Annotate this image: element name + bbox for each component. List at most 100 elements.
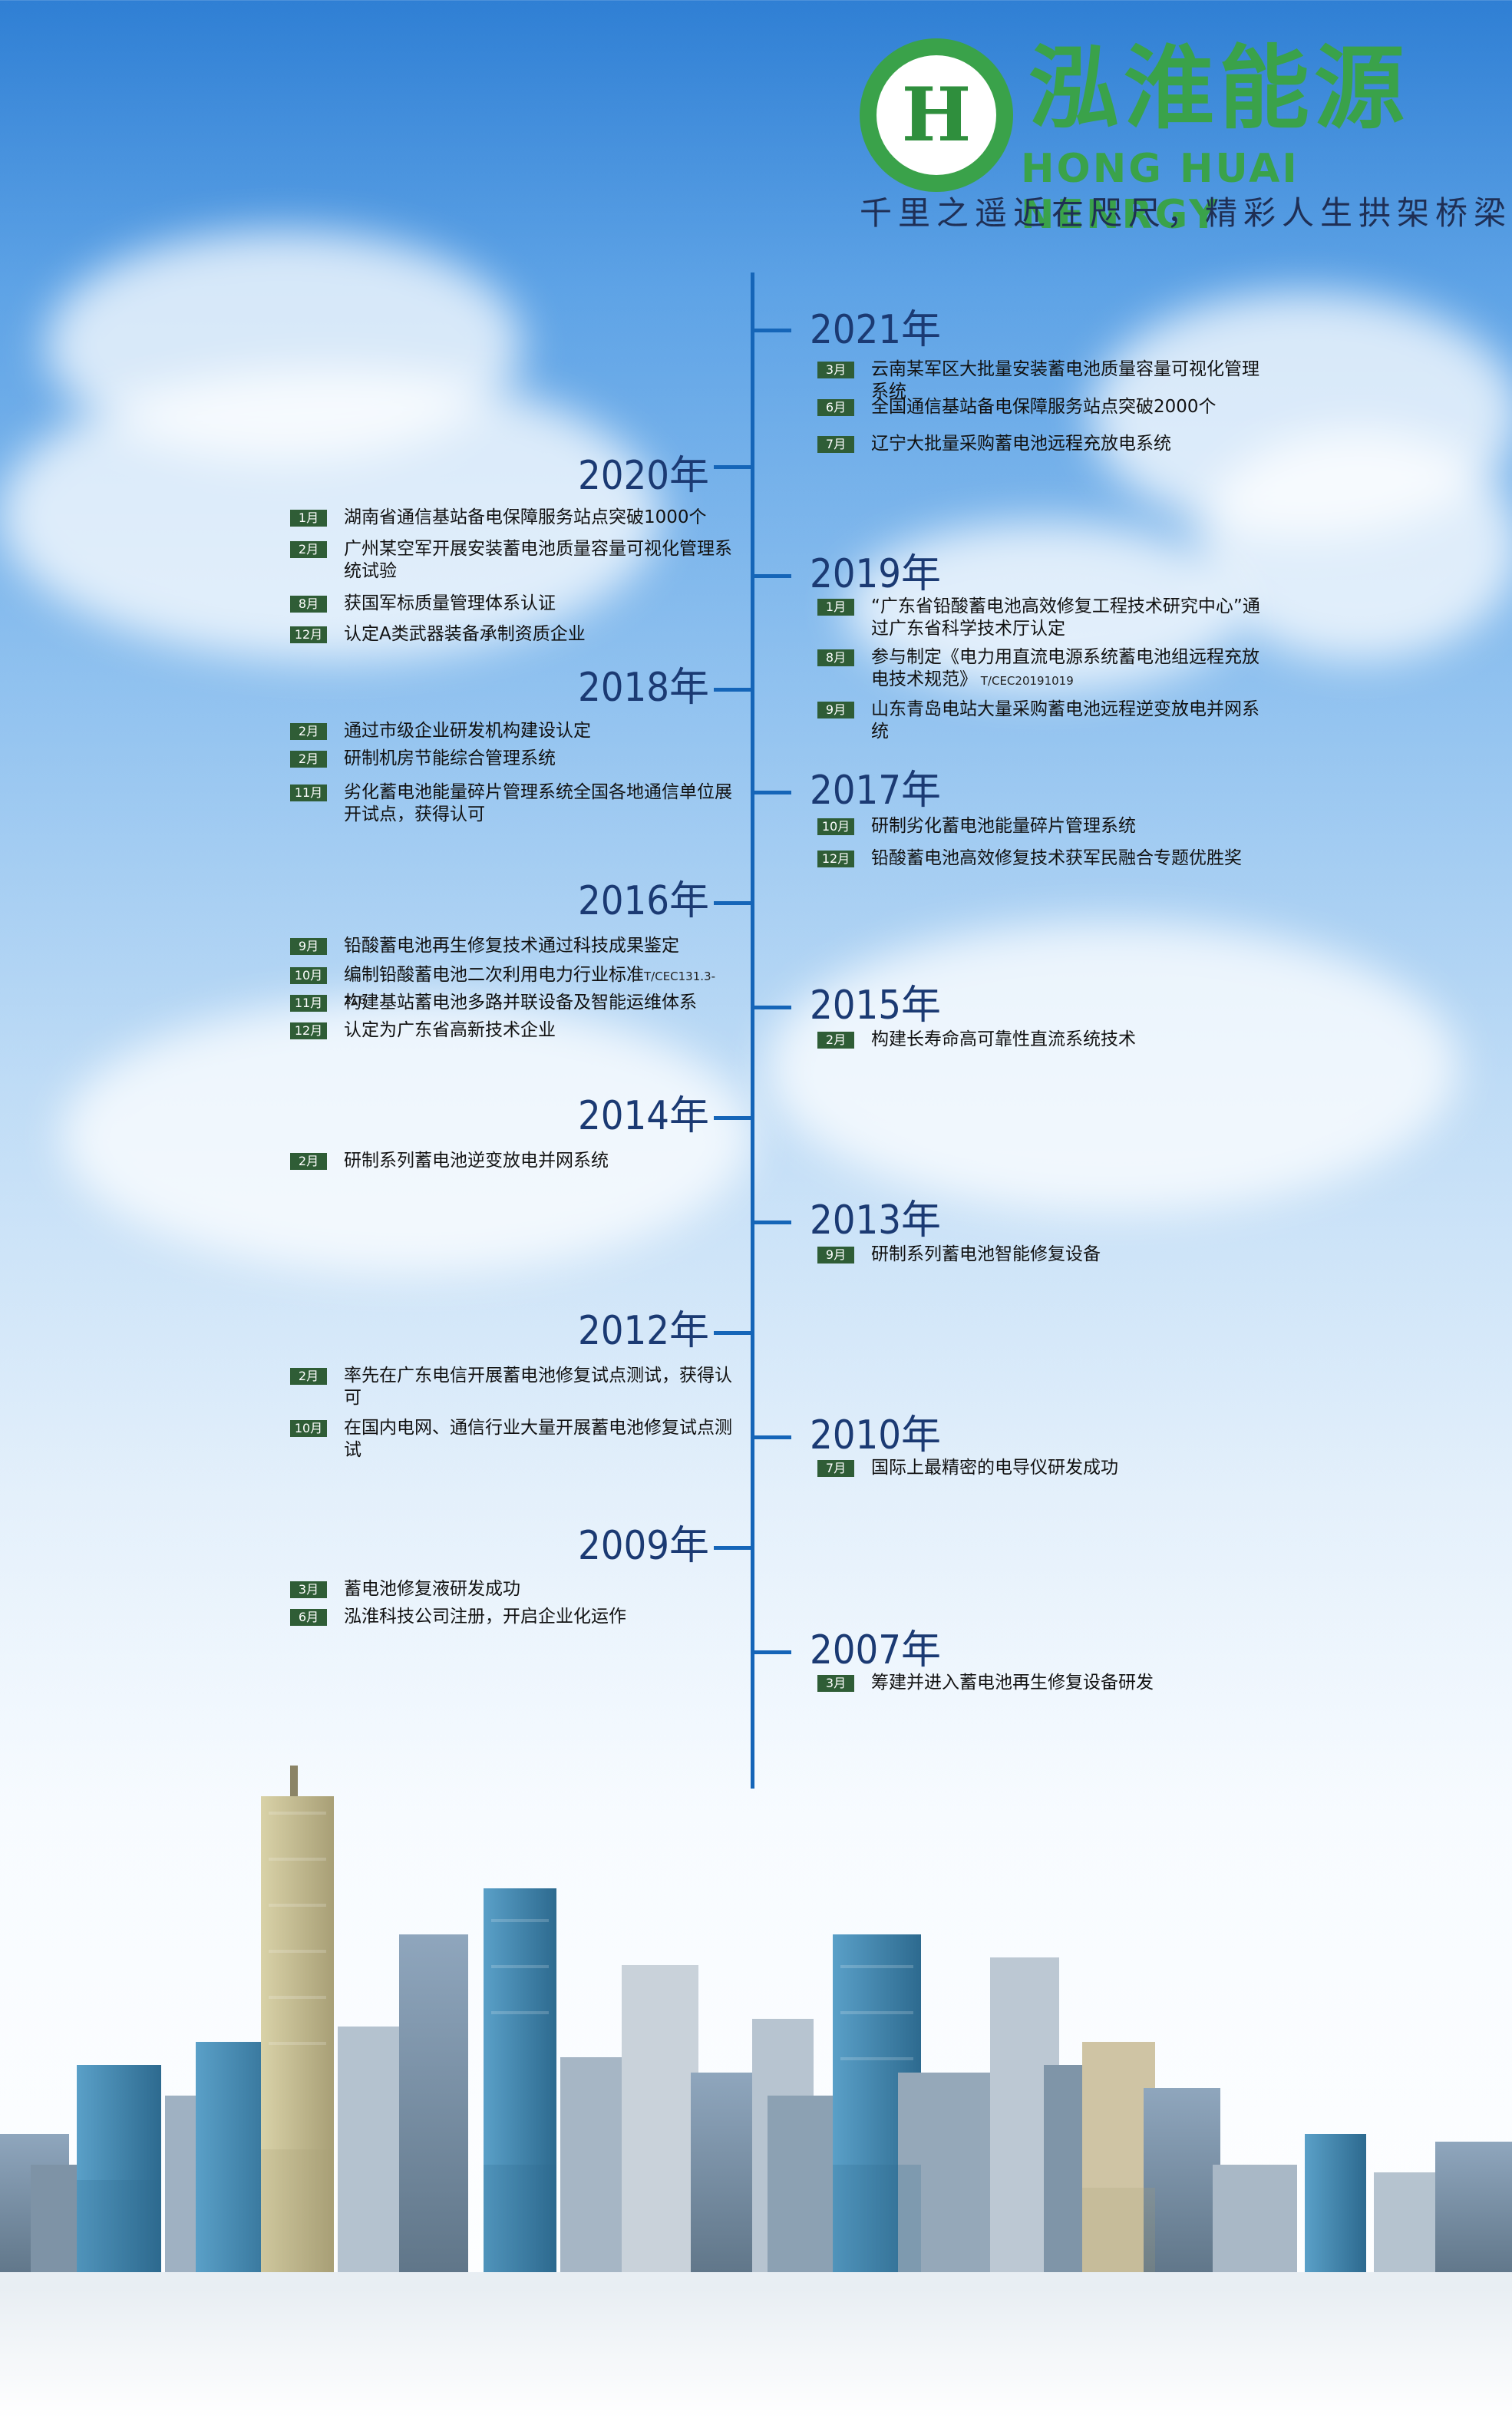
cloud (844, 522, 1243, 691)
month-badge: 6月 (817, 399, 854, 416)
event-text-main: 编制铅酸蓄电池二次利用电力行业标准 (344, 965, 644, 985)
brand-logo: H 泓淮能源 HONG HUAI NENRGY (860, 31, 1443, 238)
event-text: 构建基站蓄电池多路并联设备及智能运维体系 (344, 993, 697, 1012)
year-2016: 2016年 (578, 878, 710, 924)
event-text: 筹建并进入蓄电池再生修复设备研发 (871, 1673, 1154, 1693)
month-badge: 1月 (817, 599, 854, 616)
event-text: 全国通信基站备电保障服务站点突破2000个 (871, 397, 1217, 417)
event-text: 蓄电池修复液研发成功 (344, 1579, 520, 1599)
month-badge: 7月 (817, 1460, 854, 1477)
event-text: 构建长寿命高可靠性直流系统技术 (871, 1029, 1136, 1049)
month-badge: 2月 (290, 1368, 327, 1385)
year-2014: 2014年 (578, 1093, 710, 1139)
month-badge: 3月 (817, 1675, 854, 1692)
month-badge: 11月 (290, 785, 327, 801)
timeline-tick (714, 1546, 751, 1550)
month-badge: 10月 (290, 967, 327, 984)
timeline-tick (714, 1116, 751, 1120)
timeline-tick (754, 1221, 791, 1224)
timeline-tick (754, 574, 791, 578)
month-badge: 2月 (817, 1032, 854, 1049)
event-text: 参与制定《电力用直流电源系统蓄电池组远程充放电技术规范》 T/CEC201910… (871, 646, 1263, 692)
month-badge: 9月 (817, 702, 854, 718)
timeline-tick (754, 1006, 791, 1009)
month-badge: 2月 (290, 723, 327, 740)
event-text: 云南某军区大批量安装蓄电池质量容量可视化管理系统 (871, 359, 1259, 401)
year-2009: 2009年 (578, 1523, 710, 1569)
event-text: 泓淮科技公司注册，开启企业化运作 (344, 1607, 626, 1627)
month-badge: 8月 (817, 649, 854, 666)
event-text: 研制机房节能综合管理系统 (344, 748, 556, 768)
year-2013: 2013年 (810, 1197, 942, 1244)
skyline-windows (269, 1812, 913, 2060)
timeline-tick (754, 1650, 791, 1654)
event-text: 铅酸蓄电池再生修复技术通过科技成果鉴定 (344, 936, 679, 956)
cloud (1197, 430, 1512, 660)
month-badge: 11月 (290, 995, 327, 1012)
event-text-main: 参与制定《电力用直流电源系统蓄电池组远程充放电技术规范》 (871, 647, 1259, 689)
timeline-tick (714, 901, 751, 905)
timeline-tick (714, 1331, 751, 1335)
month-badge: 10月 (290, 1420, 327, 1437)
event-text: 研制系列蓄电池智能修复设备 (871, 1244, 1101, 1264)
logo-mark-icon: H (860, 38, 1013, 192)
cloud (768, 921, 1458, 1213)
event-text: 在国内电网、通信行业大量开展蓄电池修复试点测试 (344, 1418, 732, 1460)
month-badge: 1月 (290, 510, 327, 527)
event-text: 认定A类武器装备承制资质企业 (344, 624, 586, 644)
year-2021: 2021年 (810, 307, 942, 353)
year-2007: 2007年 (810, 1627, 942, 1673)
year-2010: 2010年 (810, 1412, 942, 1458)
year-2017: 2017年 (810, 768, 942, 814)
month-badge: 7月 (817, 436, 854, 453)
cloud (0, 368, 660, 660)
year-2018: 2018年 (578, 665, 710, 711)
event-text: 获国军标质量管理体系认证 (344, 593, 556, 613)
standard-code: T/CEC131.3-216 (344, 970, 715, 1007)
logo-mark-glyph: H (901, 71, 972, 158)
month-badge: 9月 (290, 938, 327, 955)
month-badge: 12月 (290, 626, 327, 643)
month-badge: 2月 (290, 541, 327, 558)
standard-code: T/CEC20191019 (977, 674, 1074, 688)
timeline-tick (714, 465, 751, 469)
skyline-buildings (0, 1766, 1512, 2280)
month-badge: 2月 (290, 751, 327, 768)
month-badge: 2月 (290, 1153, 327, 1170)
year-2015: 2015年 (810, 983, 942, 1029)
month-badge: 6月 (290, 1609, 327, 1626)
event-text: 劣化蓄电池能量碎片管理系统全国各地通信单位展开试点，获得认可 (344, 782, 732, 824)
event-text: 率先在广东电信开展蓄电池修复试点测试，获得认可 (344, 1366, 732, 1408)
brand-name-cn: 泓淮能源 (1028, 35, 1410, 141)
skyline-reflection (77, 2149, 1155, 2272)
year-2012: 2012年 (578, 1308, 710, 1354)
month-badge: 8月 (290, 596, 327, 613)
event-text: 通过市级企业研发机构建设认定 (344, 721, 591, 741)
event-text: 研制系列蓄电池逆变放电并网系统 (344, 1151, 609, 1171)
year-2019: 2019年 (810, 551, 942, 597)
timeline-tick (754, 1435, 791, 1439)
timeline-tick (714, 688, 751, 692)
month-badge: 10月 (817, 818, 854, 835)
event-text: 铅酸蓄电池高效修复技术获军民融合专题优胜奖 (871, 848, 1242, 868)
event-text: 认定为广东省高新技术企业 (344, 1020, 556, 1040)
event-text: 国际上最精密的电导仪研发成功 (871, 1458, 1118, 1478)
event-text: 湖南省通信基站备电保障服务站点突破1000个 (344, 507, 707, 527)
brand-name-en: HONG HUAI NENRGY (1021, 146, 1299, 238)
timeline-axis (751, 273, 754, 1789)
month-badge: 12月 (817, 851, 854, 867)
event-text: 山东青岛电站大量采购蓄电池远程逆变放电并网系统 (871, 699, 1259, 742)
month-badge: 12月 (290, 1022, 327, 1039)
timeline-tick (754, 329, 791, 332)
year-2020: 2020年 (578, 453, 710, 499)
month-badge: 9月 (817, 1247, 854, 1264)
event-text: “广东省铅酸蓄电池高效修复工程技术研究中心”通过广东省科学技术厅认定 (871, 596, 1260, 639)
event-text: 广州某空军开展安装蓄电池质量容量可视化管理系统试验 (344, 539, 732, 581)
cloud (61, 998, 752, 1274)
month-badge: 3月 (290, 1581, 327, 1598)
event-text: 研制劣化蓄电池能量碎片管理系统 (871, 816, 1136, 836)
event-text: 辽宁大批量采购蓄电池远程充放电系统 (871, 434, 1171, 454)
timeline-tick (754, 791, 791, 794)
event-text: 编制铅酸蓄电池二次利用电力行业标准T/CEC131.3-216 (344, 964, 735, 1012)
city-skyline-illustration (0, 1766, 1512, 2418)
